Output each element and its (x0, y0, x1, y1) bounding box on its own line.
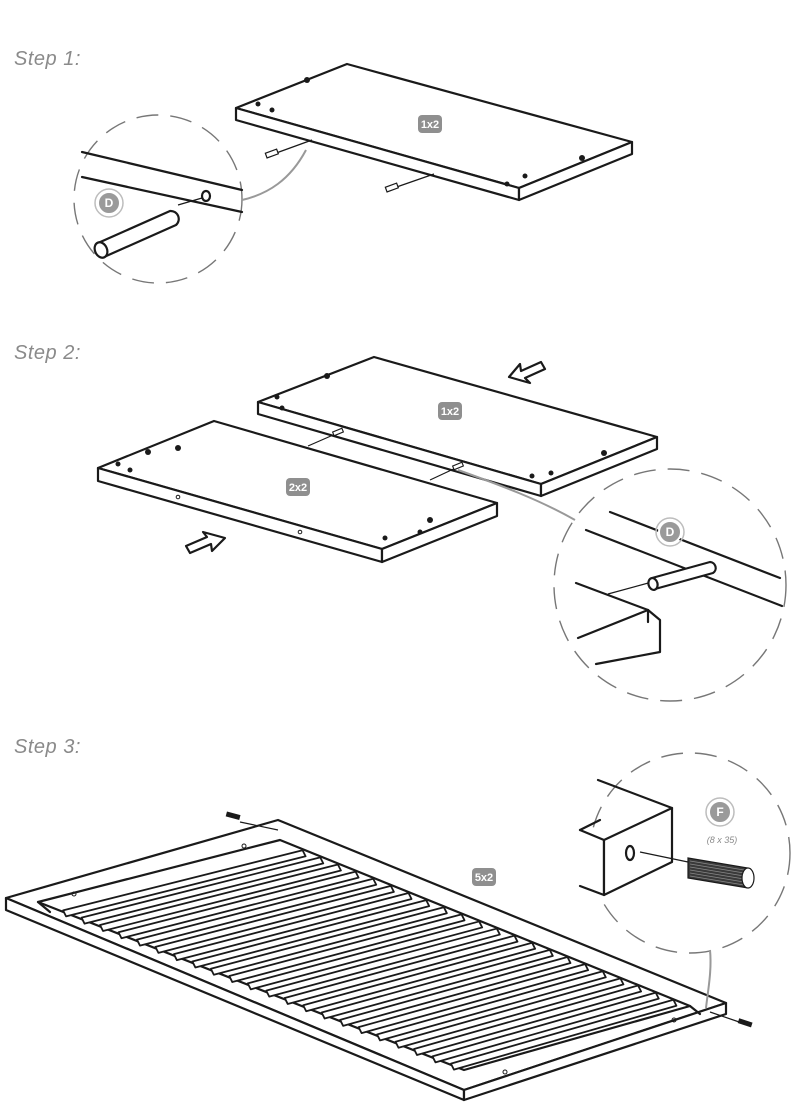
slat (302, 941, 537, 1013)
step-2-group: 1x2 (96, 355, 787, 702)
slats (62, 849, 678, 1071)
slat (450, 998, 678, 1071)
slat (357, 963, 590, 1035)
step-3-group: 5x2 F (4, 752, 791, 1102)
dowel-insertion-magnifier-icon: D (73, 114, 307, 284)
slat (80, 856, 325, 925)
slat (265, 927, 501, 998)
slat (320, 949, 554, 1020)
slat (191, 899, 431, 969)
step-2-magnifier-icon: D (457, 468, 787, 702)
step-2-panel-bottom: 2x2 (96, 419, 499, 564)
step-2-panel-top: 1x2 (256, 355, 659, 498)
step-2-panel-top-badge: 1x2 (438, 402, 462, 420)
slat (339, 956, 572, 1027)
slat (376, 970, 607, 1042)
svg-text:D: D (105, 196, 114, 210)
step-1-group: 1x2 D (73, 62, 634, 284)
step-1-panel: 1x2 (234, 62, 634, 202)
step-3-part-letter: F (705, 797, 735, 827)
svg-text:2x2: 2x2 (289, 482, 307, 494)
slat (99, 863, 342, 932)
slat (246, 920, 484, 991)
slat (394, 977, 625, 1049)
svg-text:F: F (716, 805, 723, 819)
svg-text:1x2: 1x2 (421, 119, 439, 131)
slatted-frame: 5x2 (4, 811, 753, 1102)
step-2-part-letter: D (655, 517, 685, 547)
step-3-panel-badge: 5x2 (472, 868, 496, 886)
slat (172, 892, 413, 962)
step-3-title: Step 3: (14, 736, 81, 758)
slat (431, 991, 660, 1064)
svg-text:D: D (666, 525, 675, 539)
dowel-flute (689, 869, 745, 880)
push-arrow-icon-top (507, 360, 547, 385)
svg-text:1x2: 1x2 (441, 406, 459, 418)
dowel-flute (689, 866, 745, 877)
slat (413, 984, 642, 1056)
slat (136, 877, 378, 947)
dowel-flute (689, 875, 745, 886)
step-3-part-note: (8 x 35) (707, 835, 738, 845)
slat (228, 913, 466, 983)
fluted-dowel-magnifier-icon: F (8 x 35) (578, 752, 791, 1009)
slat (154, 884, 395, 954)
push-arrow-icon-bottom (184, 530, 227, 555)
dowel-flute (689, 860, 745, 871)
slat (62, 849, 307, 918)
step-1-title: Step 1: (14, 48, 81, 70)
svg-text:5x2: 5x2 (475, 872, 493, 884)
step-2-title: Step 2: (14, 342, 81, 364)
slat (283, 934, 519, 1005)
slat (209, 906, 448, 976)
step-1-part-letter: D (94, 188, 124, 218)
dowel-flute (689, 872, 745, 883)
slat (117, 870, 360, 940)
fluted-dowel-icon (687, 857, 755, 889)
step-2-panel-bottom-badge: 2x2 (286, 478, 310, 496)
step-1-panel-badge: 1x2 (418, 115, 442, 133)
dowel-flute (689, 863, 745, 874)
